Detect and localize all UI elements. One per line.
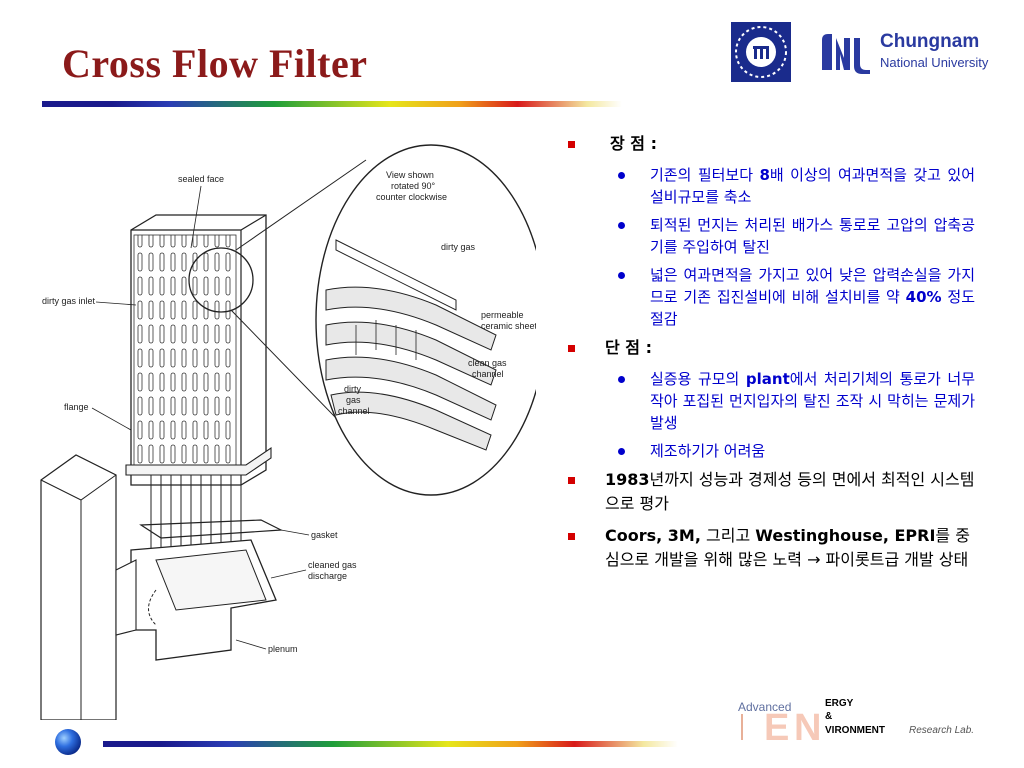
footer-bar	[103, 741, 678, 747]
lab-logo-n-glyph: N	[794, 707, 821, 744]
label-gasket: gasket	[311, 530, 338, 540]
advantage-item-2: 퇴적된 먼지는 처리된 배가스 통로로 고압의 압축공기를 주입하여 탈진	[565, 214, 975, 258]
lab-logo: E N Advanced ERGY & VIRONMENT Research L…	[738, 698, 974, 744]
university-emblem-icon	[731, 22, 791, 82]
label-sealed-face: sealed face	[178, 174, 224, 184]
blue-sphere-icon	[55, 729, 81, 755]
cross-flow-filter-diagram: sealed face View shown rotated 90° count…	[40, 144, 536, 720]
label-dirty-gas-inlet: dirty gas inlet	[42, 296, 96, 306]
label-clean-channel: channel	[472, 369, 504, 379]
label-dirty-gas: dirty gas	[441, 242, 476, 252]
advantage-item-3: 넓은 여과면적을 가지고 있어 낮은 압력손실을 가지므로 기존 집진설비에 비…	[565, 264, 975, 330]
lab-logo-e-glyph: E	[764, 707, 789, 744]
lab-ergy: ERGY	[825, 698, 854, 709]
lab-advanced: Advanced	[738, 700, 791, 714]
slide-content: 장 점 : 기존의 필터보다 8배 이상의 여과면적을 갖고 있어 설비규모를 …	[565, 132, 975, 580]
disadvantage-item-1: 실증용 규모의 plant에서 처리기체의 통로가 너무 작아 포집된 먼지입자…	[565, 368, 975, 434]
university-subtitle: National University	[880, 55, 989, 70]
label-discharge: discharge	[308, 571, 347, 581]
label-clean-gas: clean gas	[468, 358, 507, 368]
advantage-item-1: 기존의 필터보다 8배 이상의 여과면적을 갖고 있어 설비규모를 축소	[565, 164, 975, 208]
label-dirty: dirty	[344, 384, 362, 394]
label-gas: gas	[346, 395, 361, 405]
disadvantage-item-2: 제조하기가 어려움	[565, 440, 975, 462]
title-underline-bar	[42, 101, 622, 107]
evaluation-point: 1983년까지 성능과 경제성 등의 면에서 최적인 시스템으로 평가	[565, 468, 975, 516]
lab-amp: &	[825, 711, 832, 722]
label-permeable: permeable	[481, 310, 524, 320]
label-plenum: plenum	[268, 644, 298, 654]
development-point: Coors, 3M, 그리고 Westinghouse, EPRI를 중심으로 …	[565, 524, 975, 572]
label-rotated: rotated 90°	[391, 181, 436, 191]
university-name: Chungnam	[880, 31, 980, 52]
advantages-heading: 장 점 :	[565, 132, 975, 156]
cnu-monogram-icon	[822, 34, 870, 74]
disadvantages-heading: 단 점 :	[565, 336, 975, 360]
label-cleaned-gas: cleaned gas	[308, 560, 357, 570]
plenum	[115, 539, 277, 661]
label-ceramic-sheet: ceramic sheet	[481, 321, 536, 331]
label-channel: channel	[338, 406, 370, 416]
label-counter-clockwise: counter clockwise	[376, 192, 447, 202]
label-flange: flange	[64, 402, 89, 412]
magnified-view	[188, 144, 536, 496]
label-view-shown: View shown	[386, 170, 434, 180]
filter-block	[125, 214, 272, 486]
support-pipe	[40, 454, 117, 720]
lab-research: Research Lab.	[909, 725, 974, 736]
lab-vironment: VIRONMENT	[825, 725, 885, 736]
slide-title: Cross Flow Filter	[62, 41, 368, 86]
